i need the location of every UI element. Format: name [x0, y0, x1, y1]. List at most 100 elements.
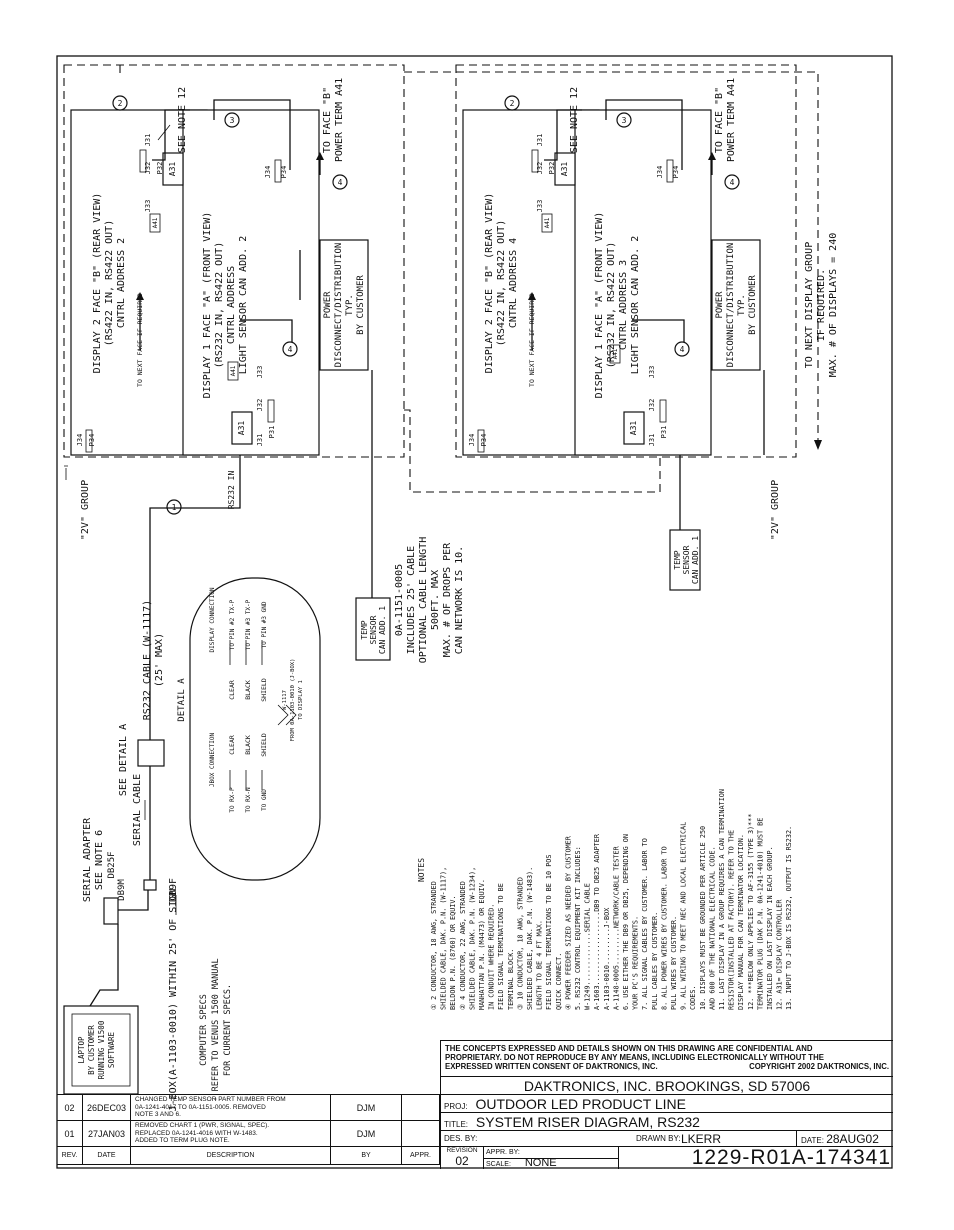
detail-wires [229, 640, 263, 790]
wire-left-2 [152, 109, 190, 161]
note-line: SHIELDED CABLE, DAK. P.N. (W-1117), [440, 867, 448, 1010]
rev-header: REV. [57, 1147, 83, 1165]
note-line: 11. LAST DISPLAY IN A GROUP REQUIRES A C… [718, 789, 726, 1010]
p31-left: P31 [268, 426, 276, 439]
group-label-left: "2V" GROUP [80, 480, 91, 540]
scale-cell: SCALE: NONE [483, 1158, 619, 1169]
note-line: INSTALLED ON LAST DISPLAY IN EACH GROUP. [766, 846, 774, 1010]
laptop-4: SOFTWARE [107, 1031, 116, 1068]
rev-row: REVISION 02 APPR. BY: SCALE: NONE 1229-R… [440, 1146, 893, 1169]
bubble-2-left: 2 [112, 95, 128, 111]
note-line: 12. ***BELOW ONLY APPLIES TO AF-3155 (TY… [747, 814, 755, 1010]
temp-sensor-left [355, 597, 391, 661]
appr-label: APPR. BY: [483, 1147, 619, 1159]
temp-left-1: TEMP [360, 620, 369, 639]
note-line: SHIELDED CABLE, DAK. P.N. (W-1483). [526, 867, 534, 1010]
rev-by: DJM [331, 1121, 402, 1147]
disp2-title-right: DISPLAY 2 FACE "B" (REAR VIEW) [484, 193, 495, 374]
note-line: FIELD SIGNAL TERMINATIONS TO BE 10 POS [545, 855, 553, 1011]
arrow-right-tofaceb [708, 152, 716, 160]
svg-text:4: 4 [730, 178, 735, 187]
next-group-2: IF REQUIRED. [816, 269, 827, 341]
note-line: 8. ALL POWER WIRES BY CUSTOMER. LABOR TO [660, 846, 668, 1010]
power-right-1: POWER [715, 291, 725, 319]
a31-label-left-d1: A31 [237, 421, 246, 436]
rs232-in-left: RS232 IN [227, 471, 236, 510]
disp1-addr-left-a: CNTRL ADDRESS [226, 266, 237, 344]
laptop-2: BY CUSTOMER [87, 1025, 96, 1075]
rev-appr [402, 1095, 440, 1121]
p34-left-d1: P34 [280, 166, 288, 179]
confidential-line-3: EXPRESSED WRITTEN CONSENT OF DAKTRONICS,… [445, 1062, 658, 1071]
next-group-1: TO NEXT DISPLAY GROUP [804, 242, 815, 368]
group-left-marker [64, 465, 68, 480]
note-line: W-1249.............SERIAL CABLE [584, 883, 592, 1010]
svg-text:4: 4 [288, 345, 293, 354]
proj-row: PROJ: OUTDOOR LED PRODUCT LINE [440, 1094, 893, 1113]
a31-label-right-d1: A31 [629, 421, 638, 436]
disp1-title-left: DISPLAY 1 FACE "A" (FRONT VIEW) [202, 212, 213, 399]
revision-label: REVISION [446, 1147, 478, 1154]
display-1-left [182, 109, 320, 456]
title-label: TITLE: [444, 1120, 469, 1129]
j31-left-d2: J31 [144, 134, 152, 147]
p34-right-d1: P34 [672, 166, 680, 179]
note-line: IN CONDUIT WHERE REQUIRED. [488, 904, 496, 1010]
tofaceb-left-2: POWER TERM A41 [334, 78, 345, 162]
note-line: PULL CABLES BY CUSTOMER. [651, 912, 659, 1010]
detail-shield-a: SHIELD [260, 678, 268, 702]
db9f-label: DB9F [168, 878, 179, 902]
a41-label-right-d1: A41 [612, 348, 619, 359]
rev-appr [402, 1121, 440, 1147]
note-line: 5. RS232 CONTROL EQUIPMENT KIT INCLUDES: [574, 846, 582, 1010]
note-line: TERMINATOR PLUG (DAK P.N. 0A-1241-4010) … [756, 818, 764, 1010]
j32-left-d2: J32 [144, 162, 152, 175]
serial-adapter-2: SEE NOTE 6 [94, 830, 105, 890]
des-label: DES. BY: [444, 1134, 478, 1143]
title-value: SYSTEM RISER DIAGRAM, RS232 [475, 1114, 700, 1130]
power-right-2: DISCONNECT/DISTRIBUTION [726, 243, 736, 368]
note-line: ① 2 CONDUCTOR, 18 AWG, STRANDED [430, 881, 438, 1010]
rev-desc-line: NOTE 3 AND 6. [135, 1111, 181, 1119]
bubble-4b-right: 4 [724, 174, 740, 190]
serial-cable-label: SERIAL CABLE [132, 774, 143, 846]
power-box-right [711, 239, 761, 371]
conn-right-b [659, 399, 667, 423]
j32-right-d2: J32 [536, 162, 544, 175]
scale-value: NONE [524, 1157, 557, 1169]
laptop-1: LAPTOP [77, 1036, 86, 1064]
date-label: DATE: [801, 1136, 824, 1145]
rev-header: BY [331, 1147, 402, 1165]
comp-specs-1: COMPUTER SPECS [199, 994, 209, 1066]
disp1-addr-right-a: CNTRL ADDRESS 3 [618, 260, 629, 350]
detail-black-a: BLACK [244, 680, 252, 700]
cable-note-4: 500FT. MAX [430, 570, 441, 630]
detail-pin3b: TO PIN #3 GND [261, 601, 268, 648]
j33-left-d1: J33 [256, 366, 264, 379]
svg-text:3: 3 [622, 116, 627, 125]
bubble-3-right: 3 [616, 112, 632, 128]
arrow-left-tofaceb [316, 152, 324, 160]
next-group-route [119, 65, 819, 440]
confidential-line-1: THE CONCEPTS EXPRESSED AND DETAILS SHOWN… [445, 1044, 813, 1053]
a31-box-right-d2 [554, 152, 576, 186]
a41-label-left-d2: A41 [152, 217, 159, 228]
see-note12-right: SEE NOTE 12 [569, 87, 580, 153]
jbox-symbol [137, 739, 165, 767]
rev-header: APPR. [402, 1147, 440, 1165]
next-group-arrow [814, 440, 822, 450]
date-value: 28AUG02 [826, 1132, 879, 1146]
j34-right-d1: J34 [656, 166, 664, 179]
conn-left-b [267, 399, 275, 423]
a41-label-left-d1: A41 [230, 365, 237, 376]
see-detail-a: SEE DETAIL A [118, 724, 129, 796]
cable-note-1: 0A-1151-0005 [394, 564, 405, 636]
j34-right-d2: J34 [468, 434, 476, 447]
sheet-border [56, 55, 893, 1169]
see-note12-left: SEE NOTE 12 [177, 87, 188, 153]
note-line: 9. ALL WIRING TO MEET NEC AND LOCAL ELEC… [680, 822, 688, 1010]
disp2-subtitle-left: (RS422 IN, RS422 OUT) [104, 220, 115, 346]
